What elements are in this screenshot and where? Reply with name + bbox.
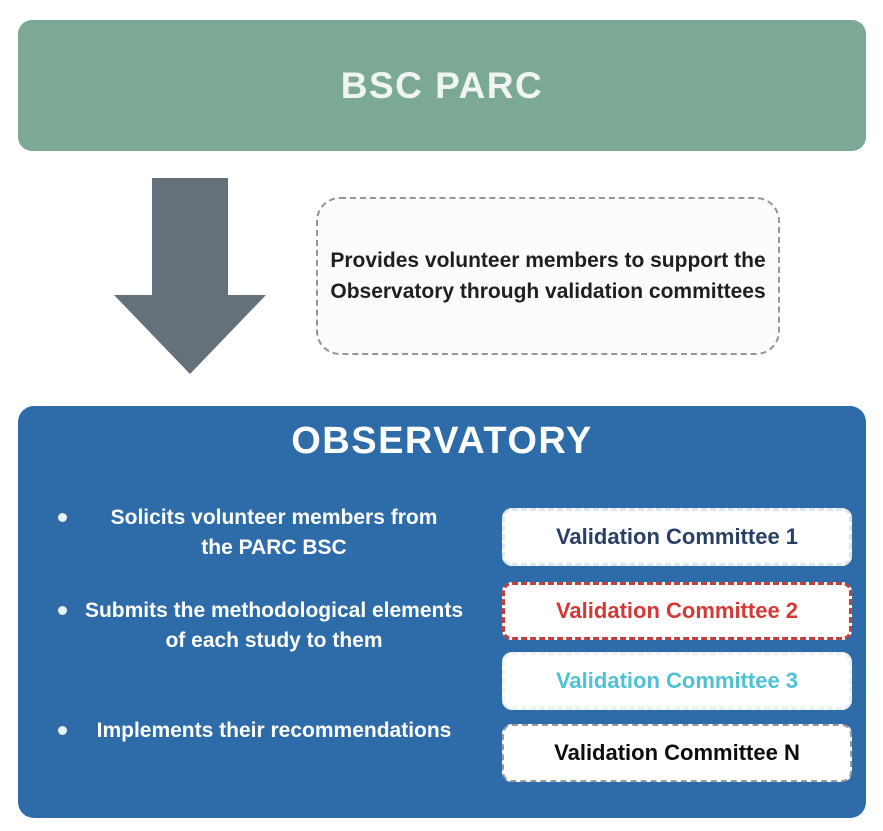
bullet-line: Solicits volunteer members from <box>110 506 438 529</box>
bullet-item-implements: Implements their recommendations <box>58 716 474 746</box>
note-line: Provides volunteer members to support th… <box>330 249 766 272</box>
validation-committee-2-label: Validation Committee 2 <box>555 598 799 623</box>
bullet-dot-icon <box>58 606 67 615</box>
bsc-parc-title: BSC PARC <box>340 64 544 106</box>
validation-committee-1-label: Validation Committee 1 <box>555 524 799 549</box>
note-line: Observatory through validation committee… <box>330 280 766 303</box>
validation-committee-2-box: Validation Committee 2 <box>502 582 852 640</box>
bullet-dot-icon <box>58 726 67 735</box>
validation-committee-3-label: Validation Committee 3 <box>555 668 799 693</box>
validation-committee-n-box: Validation Committee N <box>502 724 852 782</box>
bullet-line: the PARC BSC <box>201 536 347 559</box>
bullet-line: Implements their recommendations <box>96 719 452 742</box>
bullet-item-solicits: Solicits volunteer members from the PARC… <box>58 503 474 563</box>
down-arrow-icon <box>114 178 266 374</box>
observatory-box: OBSERVATORY Solicits volunteer members f… <box>18 406 866 818</box>
bullet-item-submits: Submits the methodological elements of e… <box>58 596 474 656</box>
validation-committee-3-box: Validation Committee 3 <box>502 652 852 710</box>
bullet-dot-icon <box>58 513 67 522</box>
bullet-line: Submits the methodological elements <box>84 599 464 622</box>
note-box: Provides volunteer members to support th… <box>316 197 780 355</box>
observatory-title: OBSERVATORY <box>291 420 593 462</box>
validation-committee-n-label: Validation Committee N <box>554 740 800 765</box>
bullet-line: of each study to them <box>165 629 383 652</box>
validation-committee-1-box: Validation Committee 1 <box>502 508 852 566</box>
bsc-parc-box: BSC PARC <box>18 20 866 151</box>
